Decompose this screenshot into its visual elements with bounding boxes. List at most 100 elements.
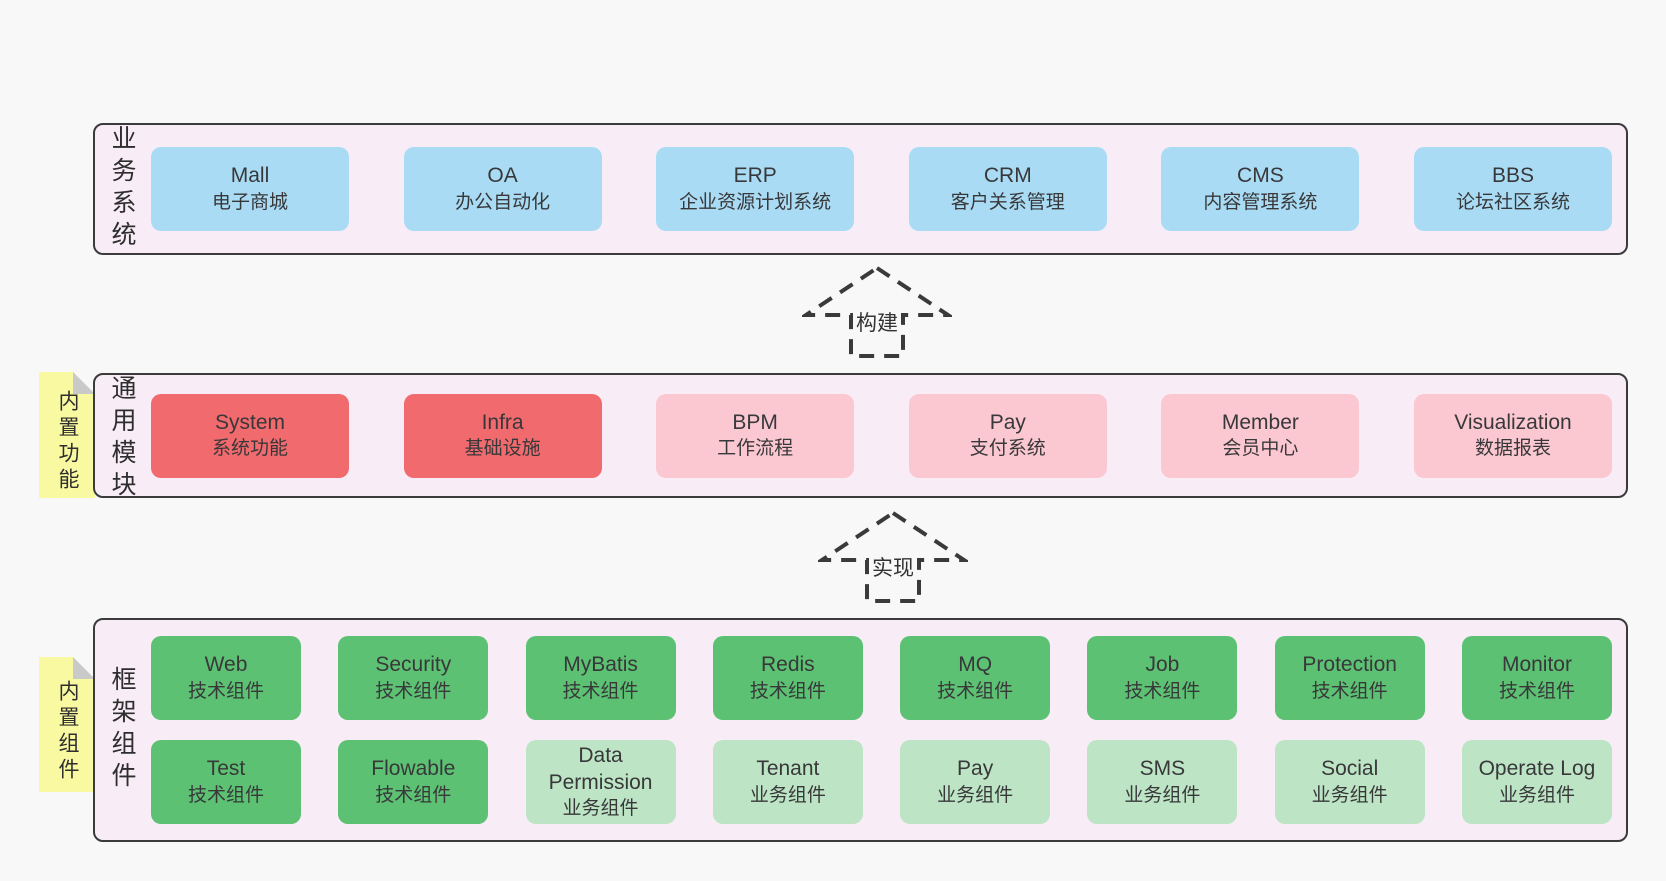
box-zh-label: 数据报表 [1474, 438, 1551, 460]
box-en-label: Pay [957, 757, 994, 781]
box-test: Test 技术组件 [151, 740, 301, 824]
note-label: 内置组件 [56, 679, 79, 784]
box-zh-label: 会员中心 [1222, 438, 1299, 460]
box-en-label: Visualization [1454, 410, 1572, 434]
up-arrow-icon [818, 510, 968, 603]
box-mybatis: MyBatis 技术组件 [525, 636, 676, 720]
box-mq: MQ 技术组件 [900, 636, 1051, 720]
box-bbs: BBS 论坛社区系统 [1413, 147, 1612, 231]
box-mall: Mall 电子商城 [151, 147, 349, 231]
box-monitor: Monitor 技术组件 [1461, 636, 1612, 720]
layer-common-modules: 通用模块 System 系统功能 Infra 基础设施 BPM 工作流程 Pay… [93, 373, 1628, 503]
box-erp: ERP 企业资源计划系统 [656, 147, 855, 231]
component-row-technical: Web 技术组件 Security 技术组件 MyBatis 技术组件 Redi… [151, 636, 1612, 720]
build-arrow: 构建 [802, 264, 952, 360]
box-zh-label: 支付系统 [969, 438, 1046, 460]
box-system: System 系统功能 [151, 393, 349, 478]
box-zh-label: 技术组件 [1124, 680, 1201, 702]
implement-arrow: 实现 [818, 509, 968, 605]
box-en-label: Mall [230, 164, 270, 188]
layer-label-common-modules: 通用模块 [108, 375, 136, 503]
box-zh-label: 业务组件 [937, 784, 1014, 806]
box-zh-label: 基础设施 [464, 438, 541, 460]
box-pay-component: Pay 业务组件 [900, 740, 1051, 824]
box-en-label: SMS [1139, 757, 1186, 781]
box-zh-label: 企业资源计划系统 [679, 191, 832, 213]
business-boxes: Mall 电子商城 OA 办公自动化 ERP 企业资源计划系统 CRM 客户关系… [149, 125, 1626, 253]
box-data-permission: Data Permission 业务组件 [525, 740, 676, 824]
box-en-label: Redis [760, 653, 815, 677]
box-zh-label: 技术组件 [1311, 680, 1388, 702]
folded-corner-icon [73, 657, 95, 679]
box-en-label: BBS [1491, 164, 1534, 188]
box-social: Social 业务组件 [1274, 740, 1425, 824]
box-pay-module: Pay 支付系统 [908, 393, 1107, 478]
box-zh-label: 技术组件 [187, 680, 264, 702]
box-en-label: BPM [732, 410, 778, 434]
up-arrow-icon [802, 265, 952, 358]
box-zh-label: 客户关系管理 [950, 191, 1065, 213]
box-zh-label: 技术组件 [749, 680, 826, 702]
box-en-label: System [214, 410, 285, 434]
box-zh-label: 技术组件 [937, 680, 1014, 702]
box-web: Web 技术组件 [151, 636, 301, 720]
component-rows: Web 技术组件 Security 技术组件 MyBatis 技术组件 Redi… [149, 620, 1626, 840]
arrow-label: 构建 [853, 306, 901, 338]
box-job: Job 技术组件 [1087, 636, 1238, 720]
box-member: Member 会员中心 [1161, 393, 1360, 478]
box-zh-label: 论坛社区系统 [1455, 191, 1570, 213]
box-sms: SMS 业务组件 [1087, 740, 1238, 824]
box-en-label: CRM [983, 164, 1032, 188]
box-zh-label: 业务组件 [1311, 784, 1388, 806]
box-zh-label: 技术组件 [375, 784, 452, 806]
box-zh-label: 业务组件 [1124, 784, 1201, 806]
box-operate-log: Operate Log 业务组件 [1461, 740, 1612, 824]
box-zh-label: 技术组件 [1498, 680, 1575, 702]
box-en-label: MQ [958, 653, 993, 677]
folded-corner-icon [73, 372, 95, 394]
box-en-label: Pay [989, 410, 1026, 434]
box-security: Security 技术组件 [338, 636, 489, 720]
box-infra: Infra 基础设施 [403, 393, 602, 478]
box-en-label: Infra [481, 410, 524, 434]
box-zh-label: 内容管理系统 [1203, 191, 1318, 213]
box-zh-label: 技术组件 [375, 680, 452, 702]
box-cms: CMS 内容管理系统 [1161, 147, 1360, 231]
box-oa: OA 办公自动化 [403, 147, 602, 231]
box-en-label: OA [487, 164, 518, 188]
box-zh-label: 系统功能 [211, 438, 288, 460]
box-en-label: Data Permission [548, 743, 653, 794]
layer-business-systems: 业务系统 Mall 电子商城 OA 办公自动化 ERP 企业资源计划系统 CRM… [93, 123, 1628, 255]
box-en-label: Operate Log [1478, 757, 1596, 781]
box-en-label: Monitor [1501, 653, 1572, 677]
box-zh-label: 业务组件 [562, 798, 639, 820]
component-row-business: Test 技术组件 Flowable 技术组件 Data Permission … [151, 740, 1612, 824]
box-zh-label: 技术组件 [562, 680, 639, 702]
box-en-label: ERP [733, 164, 777, 188]
box-tenant: Tenant 业务组件 [712, 740, 863, 824]
box-flowable: Flowable 技术组件 [338, 740, 489, 824]
layer-label-business-systems: 业务系统 [108, 125, 136, 253]
box-en-label: MyBatis [563, 653, 638, 677]
layer-label-framework-components: 框架组件 [108, 666, 136, 794]
box-en-label: Test [206, 757, 246, 781]
box-bpm: BPM 工作流程 [656, 393, 855, 478]
box-en-label: CMS [1237, 164, 1284, 188]
box-en-label: Job [1145, 653, 1180, 677]
box-en-label: Security [375, 653, 452, 677]
box-redis: Redis 技术组件 [712, 636, 863, 720]
box-zh-label: 电子商城 [211, 191, 288, 213]
note-label: 内置功能 [56, 390, 79, 494]
box-en-label: Tenant [756, 757, 820, 781]
box-en-label: Flowable [371, 757, 456, 781]
box-en-label: Member [1221, 410, 1299, 434]
box-en-label: Protection [1302, 653, 1397, 677]
arrow-label: 实现 [869, 551, 917, 583]
box-crm: CRM 客户关系管理 [908, 147, 1107, 231]
note-builtin-features: 内置功能 [39, 372, 95, 498]
box-visualization: Visualization 数据报表 [1413, 393, 1612, 478]
box-zh-label: 技术组件 [187, 784, 264, 806]
box-zh-label: 业务组件 [749, 784, 826, 806]
layer-framework-components: 框架组件 Web 技术组件 Security 技术组件 MyBatis 技术组件… [93, 618, 1628, 842]
box-protection: Protection 技术组件 [1274, 636, 1425, 720]
